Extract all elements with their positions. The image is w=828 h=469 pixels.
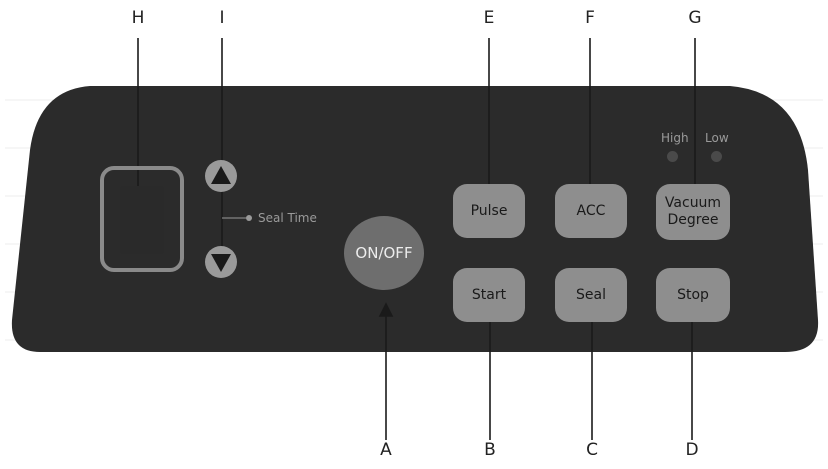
seal-button[interactable]: Seal — [555, 268, 627, 322]
pulse-button[interactable]: Pulse — [453, 184, 525, 238]
callout-letter-c: C — [586, 440, 598, 460]
callout-letter-i: I — [219, 8, 225, 28]
triangle-up-icon — [211, 166, 231, 184]
callout-letter-h: H — [131, 8, 145, 28]
onoff-button[interactable]: ON/OFF — [344, 216, 424, 290]
callout-letter-e: E — [483, 8, 495, 28]
seal-time-label: Seal Time — [258, 211, 317, 225]
start-button[interactable]: Start — [453, 268, 525, 322]
stop-button[interactable]: Stop — [656, 268, 730, 322]
callout-letter-f: F — [585, 8, 595, 28]
display-frame — [100, 166, 184, 272]
high-led-indicator — [667, 151, 678, 162]
vacuum-degree-button[interactable]: Vacuum Degree — [656, 184, 730, 240]
low-label: Low — [705, 131, 729, 145]
low-led-indicator — [711, 151, 722, 162]
acc-button[interactable]: ACC — [555, 184, 627, 238]
callout-letter-g: G — [688, 8, 702, 28]
seal-time-up-button[interactable] — [205, 160, 237, 192]
seal-time-down-button[interactable] — [205, 246, 237, 278]
high-label: High — [661, 131, 689, 145]
callout-letter-b: B — [484, 440, 496, 460]
seal-time-connector — [222, 215, 252, 221]
vacuum-degree-label-line2: Degree — [667, 212, 719, 228]
vacuum-degree-label-line1: Vacuum — [664, 195, 722, 211]
display-screen — [120, 186, 164, 254]
triangle-down-icon — [211, 254, 231, 272]
callout-letter-d: D — [685, 440, 699, 460]
callout-letter-a: A — [380, 440, 392, 460]
